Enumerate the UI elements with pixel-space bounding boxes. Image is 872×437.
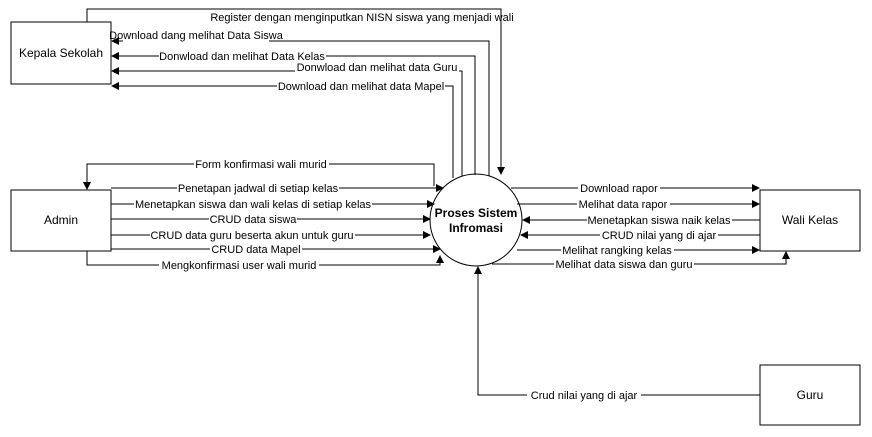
flow-line-register [86, 8, 505, 175]
entity-admin-label: Admin [44, 213, 78, 227]
flow-label-crud-nilai-guru: Crud nilai yang di ajar [531, 390, 638, 402]
flow-label-menetapkan-wali: Menetapkan siswa dan wali kelas di setia… [135, 199, 372, 211]
process-sistem-informasi: Proses Sistem Infromasi [429, 173, 523, 267]
flow-label-download-rapor: Download rapor [580, 183, 658, 195]
flow-label-jadwal: Penetapan jadwal di setiap kelas [178, 183, 339, 195]
entity-kepala-sekolah: Kepala Sekolah [10, 21, 112, 85]
process-label-line1: Proses Sistem [435, 206, 518, 220]
flow-label-nilai-wk: CRUD nilai yang di ajar [602, 230, 717, 242]
flow-label-register: Register dengan menginputkan NISN siswa … [210, 12, 513, 24]
flow-line-download-guru [111, 67, 463, 176]
flow-label-crud-guru: CRUD data guru beserta akun untuk guru [150, 230, 353, 242]
flow-label-naik-kelas: Menetapkan siswa naik kelas [587, 215, 731, 227]
entity-guru: Guru [759, 364, 861, 426]
flow-line-download-mapel [111, 82, 454, 178]
flow-label-form-konfirmasi: Form konfirmasi wali murid [195, 159, 326, 171]
flow-label-konfirmasi-user: Mengkonfirmasi user wali murid [162, 260, 317, 272]
flow-label-download-mapel: Download dan melihat data Mapel [278, 81, 444, 93]
entity-wali-kelas: Wali Kelas [759, 189, 861, 252]
process-label-line2: Infromasi [449, 221, 503, 235]
flow-line-crud-nilai-guru [474, 266, 760, 396]
flow-label-crud-siswa: CRUD data siswa [210, 214, 298, 226]
flow-label-crud-mapel: CRUD data Mapel [211, 244, 300, 256]
flow-label-download-siswa: Download dang melihat Data Siswa [109, 30, 284, 42]
entity-guru-label: Guru [797, 388, 824, 402]
flow-label-melihat-rapor: Melihat data rapor [579, 199, 668, 211]
entity-kepala-sekolah-label: Kepala Sekolah [19, 46, 103, 60]
entity-admin: Admin [10, 189, 112, 252]
flow-label-lihat-siswa-guru: Melihat data siswa dan guru [556, 259, 693, 271]
flow-label-download-guru: Donwload dan melihat data Guru [297, 62, 458, 74]
flow-label-rangking: Melihat rangking kelas [562, 245, 672, 257]
flow-label-download-kelas: Donwload dan melihat Data Kelas [159, 51, 325, 63]
entity-wali-kelas-label: Wali Kelas [782, 213, 838, 227]
